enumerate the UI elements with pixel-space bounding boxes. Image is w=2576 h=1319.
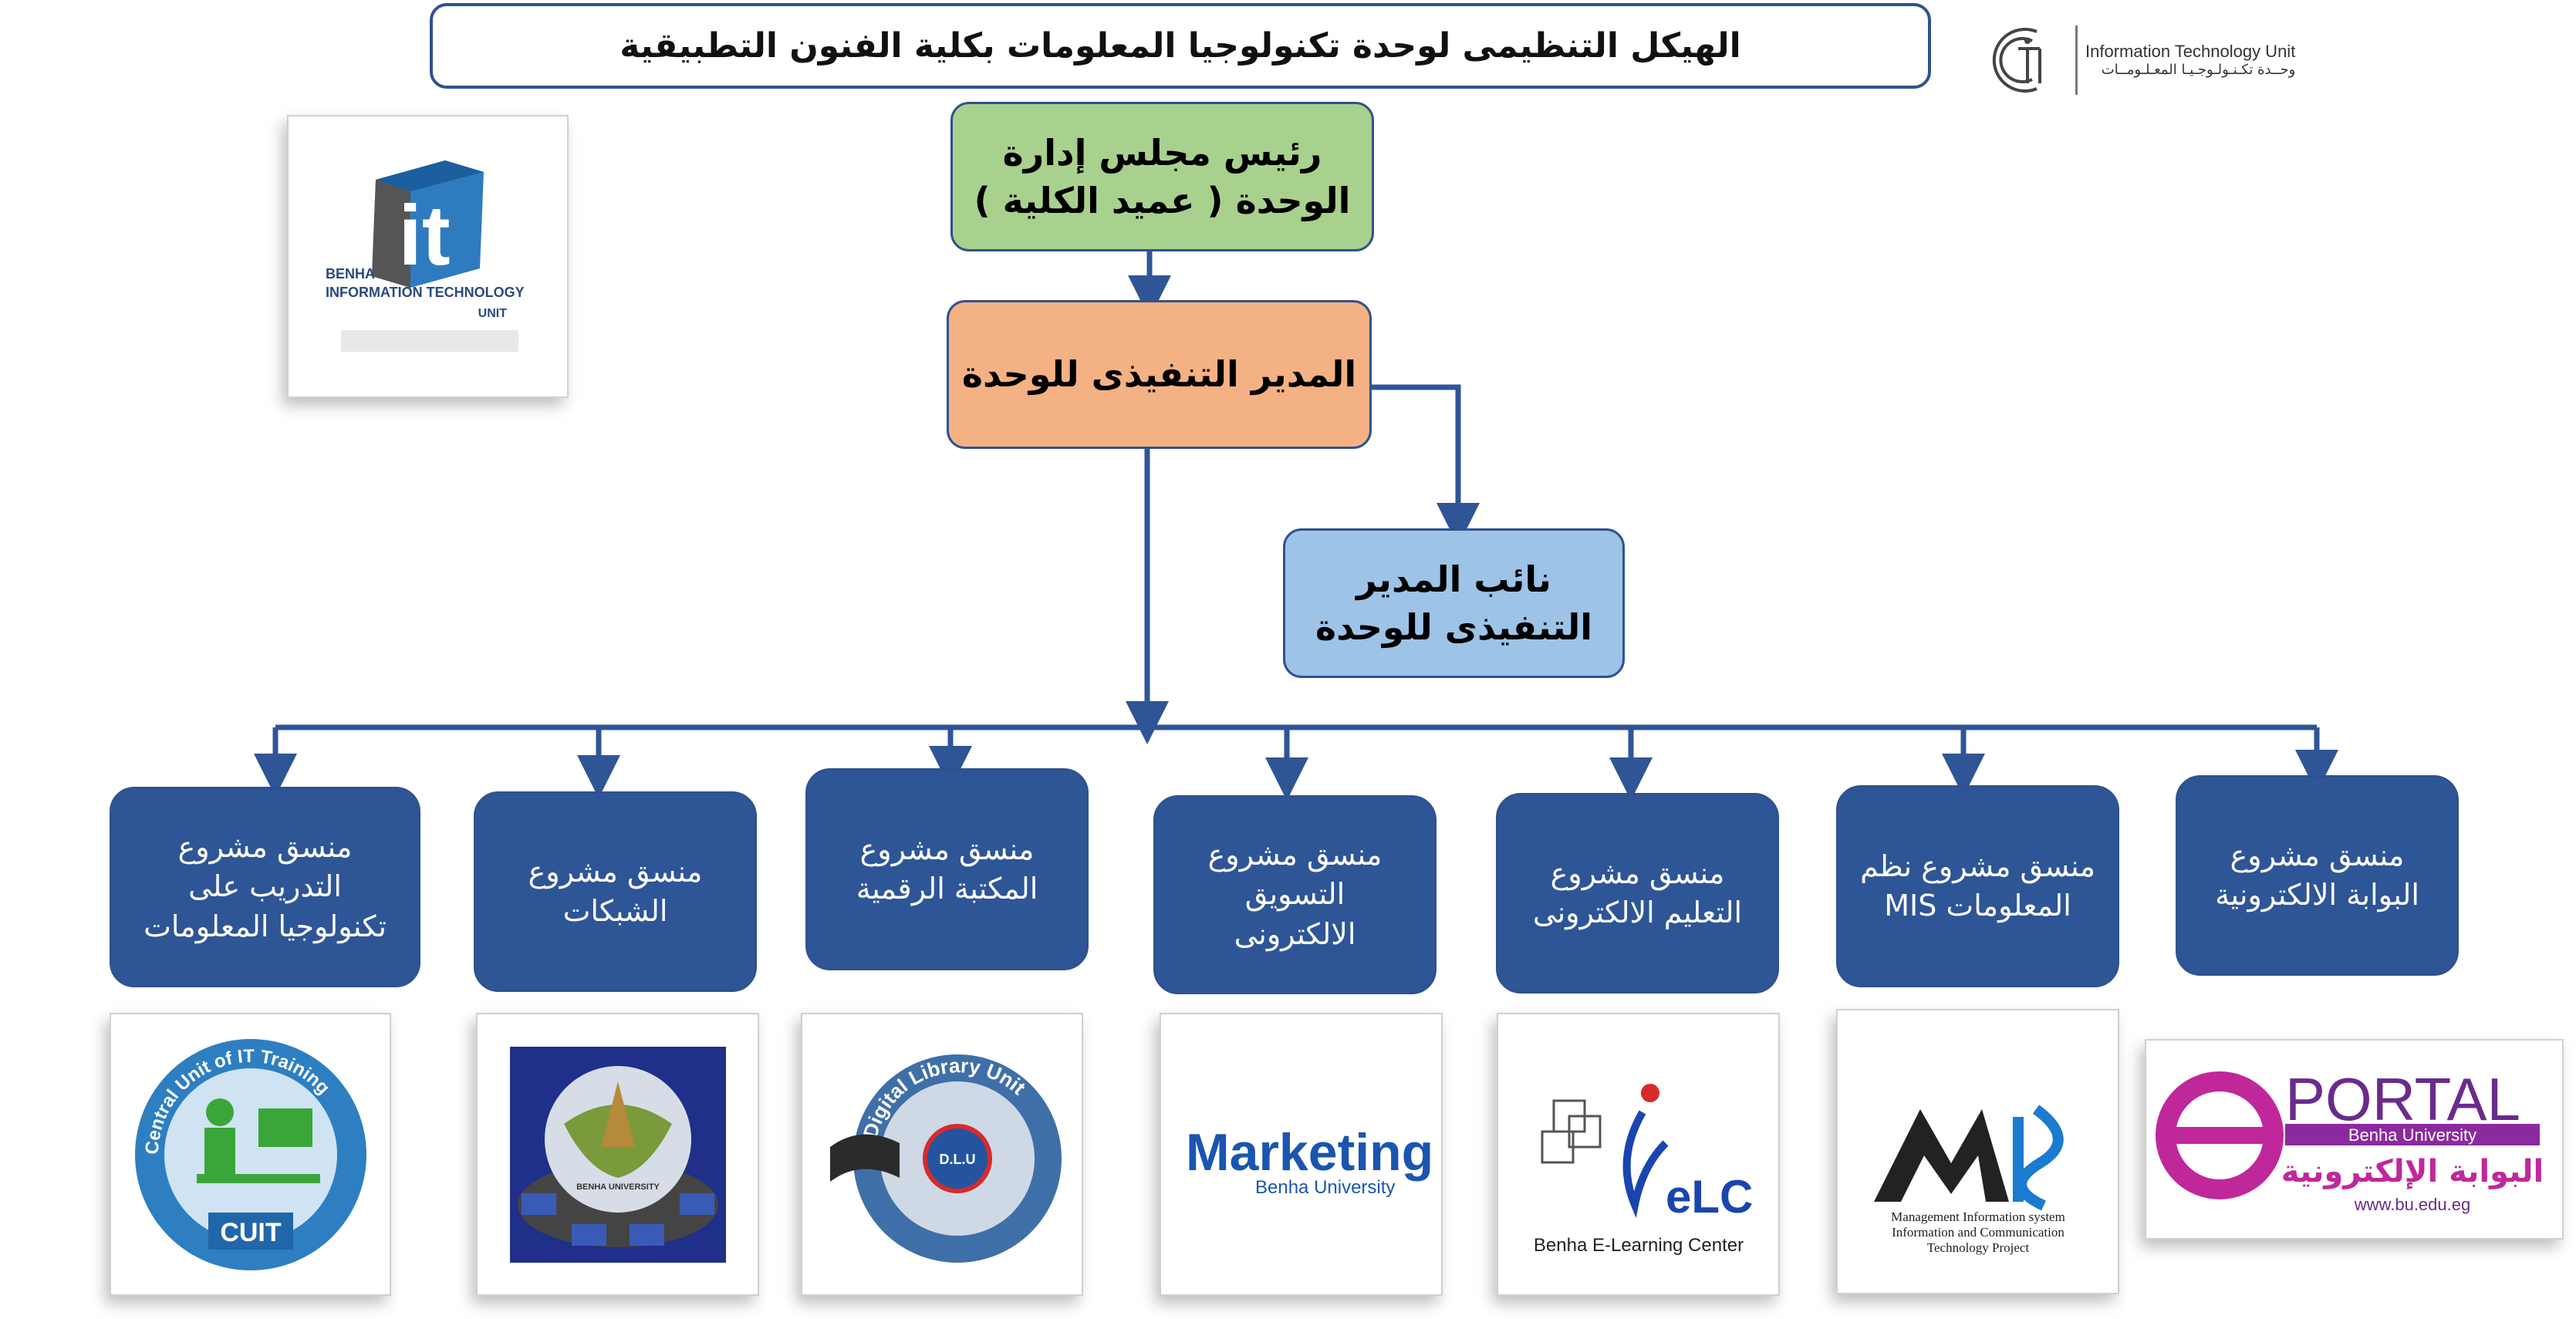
header-logo-en: Information Technology Unit <box>2085 42 2296 61</box>
cuit-logo-card: Central Unit of IT Training CUIT <box>110 1013 391 1296</box>
cuit-logo: Central Unit of IT Training CUIT <box>134 1038 366 1270</box>
coordinator-e-portal: منسق مشروع البوابة الالكترونية <box>2176 775 2459 976</box>
cuit-label: CUIT <box>220 1218 282 1247</box>
networks-logo: BENHA UNIVERSITY <box>509 1046 726 1263</box>
benha-it-logo: it BENHA INFORMATION TECHNOLOGY UNIT <box>326 160 525 352</box>
executive-director-node: المدير التنفيذى للوحدة <box>947 300 1372 449</box>
portal-label: PORTAL <box>2285 1065 2520 1133</box>
book-icon <box>830 1134 900 1182</box>
elc-logo-card: eLC Benha E-Learning Center <box>1497 1013 1780 1296</box>
portal-sub: Benha University <box>2348 1125 2476 1145</box>
it-logo-line1: BENHA <box>326 266 375 282</box>
coordinator-e-learning: منسق مشروع التعليم الالكترونى <box>1496 793 1779 993</box>
it-logo-line2: INFORMATION TECHNOLOGY <box>326 285 525 300</box>
networks-label: BENHA UNIVERSITY <box>576 1182 660 1192</box>
coordinator-networks: منسق مشروع الشبكات <box>474 791 757 992</box>
elc-label: eLC <box>1666 1171 1753 1223</box>
marketing-logo-card: Marketing Benha University <box>1160 1013 1443 1296</box>
dlu-logo-card: Digital Library Unit D.L.U <box>801 1013 1083 1296</box>
it-unit-header-logo: Information Technology Unit وحــدة تكـنـ… <box>1983 15 2322 104</box>
portal-ar: البوابة الإلكترونية <box>2281 1154 2544 1189</box>
mis-line2: Information and Communication <box>1892 1225 2065 1240</box>
marketing-logo: Marketing Benha University <box>1186 1123 1433 1198</box>
benha-it-logo-card: it BENHA INFORMATION TECHNOLOGY UNIT <box>287 115 569 398</box>
it-unit-emblem-icon <box>1992 27 2041 93</box>
it-logo-line3: UNIT <box>478 307 508 320</box>
marketing-label: Marketing <box>1186 1123 1433 1182</box>
page-title-box: الهيكل التنظيمى لوحدة تكنولوجيا المعلوما… <box>430 3 1931 89</box>
marketing-sub: Benha University <box>1255 1177 1395 1198</box>
portal-url: www.bu.edu.eg <box>2353 1195 2470 1214</box>
elc-logo: eLC Benha E-Learning Center <box>1533 1083 1753 1256</box>
elc-sub: Benha E-Learning Center <box>1533 1235 1743 1256</box>
coordinator-it-training: منسق مشروع التدريب على تكنولوجيا المعلوم… <box>110 787 420 987</box>
networks-logo-card: BENHA UNIVERSITY <box>476 1013 759 1296</box>
cuit-computer-icon <box>258 1108 312 1147</box>
coordinator-e-marketing: منسق مشروع التسويق الالكترونى <box>1153 795 1437 994</box>
mis-logo: Management Information system Informatio… <box>1873 1105 2065 1255</box>
elc-dot-icon <box>1640 1083 1659 1102</box>
portal-logo: PORTAL Benha University البوابة الإلكترو… <box>2155 1065 2544 1214</box>
mis-line1: Management Information system <box>1891 1209 2065 1224</box>
coordinator-mis: منسق مشروع نظم المعلومات MIS <box>1836 785 2119 987</box>
portal-logo-card: PORTAL Benha University البوابة الإلكترو… <box>2145 1039 2564 1240</box>
exec-to-deputy-line <box>1372 384 1480 546</box>
page-title: الهيكل التنظيمى لوحدة تكنولوجيا المعلوما… <box>620 26 1741 66</box>
it-letters: it <box>398 188 450 283</box>
dlu-logo: Digital Library Unit D.L.U <box>830 1054 1062 1263</box>
dlu-label: D.L.U <box>940 1152 976 1167</box>
header-logo-ar: وحــدة تكـنـولـوجـيـا المعـلـومــات <box>2101 62 2296 78</box>
coordinator-digital-library: منسق مشروع المكتبة الرقمية <box>805 768 1089 970</box>
chair-node: رئيس مجلس إدارة الوحدة ( عميد الكلية ) <box>950 102 1374 251</box>
mis-line3: Technology Project <box>1926 1240 2029 1255</box>
mis-logo-card: Management Information system Informatio… <box>1836 1009 2119 1294</box>
deputy-director-node: نائب المدير التنفيذى للوحدة <box>1283 528 1625 678</box>
